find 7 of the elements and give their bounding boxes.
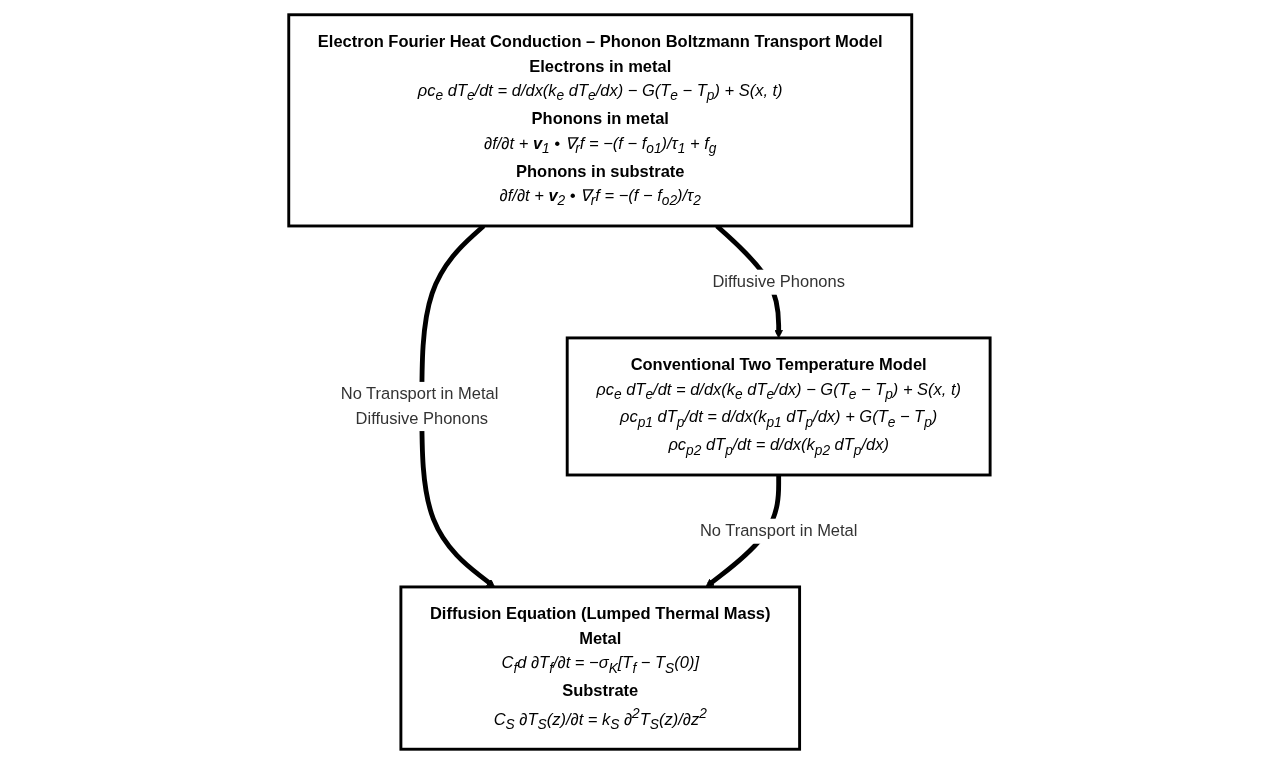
edge-label: No Transport in Metal Diffusive Phonons [340, 384, 499, 428]
node-box: Diffusion Equation (Lumped Thermal Mass) Metal C$_{f}$d ∂T$_{f}$/∂t = −σ$_{K}$[T$_{f}$ − T$_{S}$(0)] Substrate C$_{S}$ ∂T$_{S}$(z)/∂t = k$_{S}$ ∂$^{2}$T$_{S}$(z)/∂z$^{2}$ [399, 585, 802, 751]
node-box: Conventional Two Temperature Model ρc$_{e}$ dT$_{e}$/dt = d/dx(k$_{e}$ dT$_{e}$/dx) − G(T$_{e}$ − T$_{p}$) + S(x, t) ρc$_{p1}$ dT$_{p}$/dt = d/dx(k$_{p1}$ dT$_{p}$/dx) + G(T$_{e}$ − T$_{p}$) ρc$_{p2}$ dT$_{p}$/dt = d/dx(k$_{p2}$ dT$_{p}$/dx) [565, 336, 992, 477]
edge-label: No Transport in Metal [699, 521, 858, 540]
node-box: Electron Fourier Heat Conduction – Phonon Boltzmann Transport Model Electrons in metal ρc$_{e}$ dT$_{e}$/dt = d/dx(k$_{e}$ dT$_{e}$/dx) − G(T$_{e}$ − T$_{p}$) + S(x, t) Phonons in metal ∂f/∂t + v$_{1}$ • ∇$_{r}$f = −(f − f$_{o1}$)/τ$_{1}$ + f$_{g}$ Phonons in substrate ∂f/∂t + v$_{2}$ • ∇$_{r}$f = −(f − f$_{o2}$)/τ$_{2}$ [287, 13, 914, 228]
arrow [419, 224, 496, 588]
edge-label: Diffusive Phonons [712, 272, 845, 291]
